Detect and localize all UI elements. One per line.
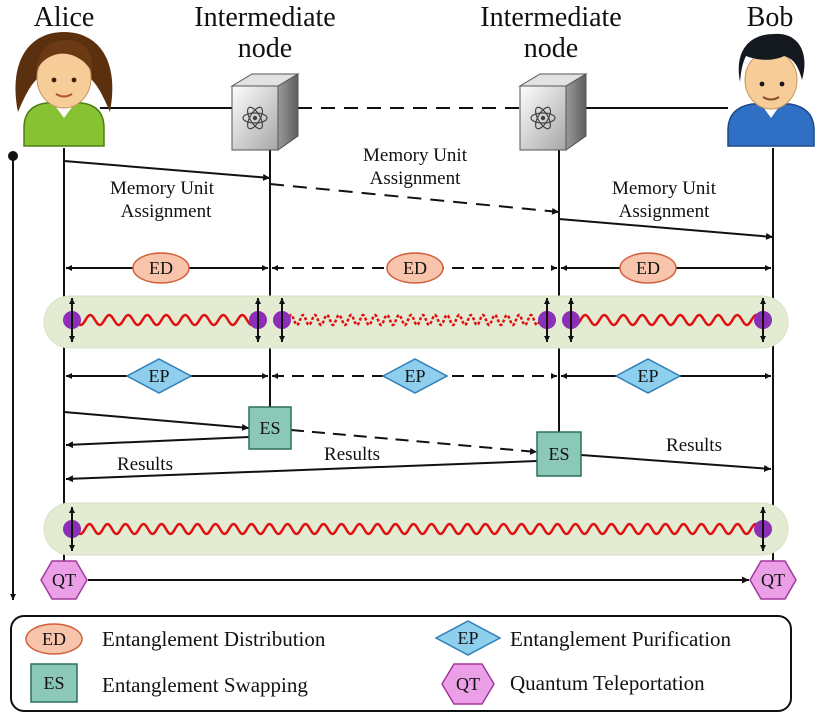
node-labels: Alice Intermediate node Intermediate nod…	[34, 2, 794, 64]
user-female-icon	[15, 32, 113, 147]
ep-badge: EP	[614, 358, 682, 394]
mua-mid-line2: Assignment	[370, 168, 462, 189]
qubit-group	[63, 507, 772, 551]
svg-text:ED: ED	[403, 258, 427, 278]
ep-badge: EP	[381, 358, 449, 394]
entangled-pair-wave	[74, 522, 763, 536]
ep-badge: EP	[125, 358, 193, 394]
svg-text:QT: QT	[761, 570, 785, 590]
qubit-group	[63, 298, 772, 342]
svg-text:ES: ES	[43, 673, 64, 693]
legend-es-label: Entanglement Swapping	[102, 673, 308, 697]
qt-badge: QT	[749, 560, 797, 600]
legend: ED Entanglement Distribution EP Entangle…	[10, 615, 792, 712]
entanglement-band-links	[43, 295, 789, 349]
legend-ed-label: Entanglement Distribution	[102, 627, 326, 651]
quantum-teleportation-row: QT QT	[40, 560, 797, 600]
alice-label: Alice	[34, 2, 95, 33]
entanglement-purification-row: EP EP EP	[66, 358, 771, 394]
svg-text:ED: ED	[42, 629, 66, 649]
entanglement-swapping-flow: ES ES Results Results Results	[63, 406, 772, 483]
svg-text:QT: QT	[456, 674, 480, 694]
mua-right-line1: Memory Unit	[612, 178, 717, 199]
svg-text:ES: ES	[259, 418, 280, 438]
server-node-icon	[518, 73, 588, 151]
svg-text:ES: ES	[548, 444, 569, 464]
entangled-pair-wave	[74, 313, 260, 327]
entangled-pair-wave	[569, 313, 763, 327]
time-axis	[8, 151, 18, 600]
legend-es-symbol: ES	[30, 663, 78, 703]
results-label-mid: Results	[324, 444, 380, 465]
es-box: ES	[248, 406, 292, 450]
memory-unit-assignment-messages: Memory Unit Assignment Memory Unit Assig…	[63, 145, 774, 240]
intermediate-node-2-label-line1: Intermediate	[480, 2, 621, 33]
entanglement-distribution-row: ED ED ED	[66, 252, 771, 284]
svg-text:ED: ED	[636, 258, 660, 278]
lifelines	[63, 148, 774, 566]
results-label-left: Results	[117, 454, 173, 475]
svg-text:EP: EP	[404, 366, 425, 386]
legend-qt-label: Quantum Teleportation	[510, 671, 705, 695]
intermediate-node-2-label-line2: node	[524, 33, 578, 64]
legend-ep-symbol: EP	[434, 620, 502, 656]
legend-qt-symbol: QT	[441, 663, 495, 705]
mua-right-line2: Assignment	[619, 201, 711, 222]
ed-badge: ED	[619, 252, 677, 284]
svg-text:EP: EP	[637, 366, 658, 386]
svg-text:EP: EP	[148, 366, 169, 386]
ed-badge: ED	[132, 252, 190, 284]
legend-ed-symbol: ED	[25, 623, 83, 655]
results-label-right: Results	[666, 435, 722, 456]
intermediate-node-1-label-line2: node	[238, 33, 292, 64]
server-node-icon	[230, 73, 300, 151]
svg-text:QT: QT	[52, 570, 76, 590]
es-box: ES	[536, 431, 582, 477]
ed-badge: ED	[386, 252, 444, 284]
intermediate-node-1-label-line1: Intermediate	[194, 2, 335, 33]
mua-left-line1: Memory Unit	[110, 178, 215, 199]
entanglement-band-end-to-end	[43, 502, 789, 556]
qt-badge: QT	[40, 560, 88, 600]
svg-text:EP: EP	[457, 628, 478, 648]
svg-text:ED: ED	[149, 258, 173, 278]
mua-left-line2: Assignment	[121, 201, 213, 222]
mua-mid-line1: Memory Unit	[363, 145, 468, 166]
user-male-icon	[727, 33, 815, 147]
legend-ep-label: Entanglement Purification	[510, 627, 732, 651]
bob-label: Bob	[747, 2, 794, 33]
